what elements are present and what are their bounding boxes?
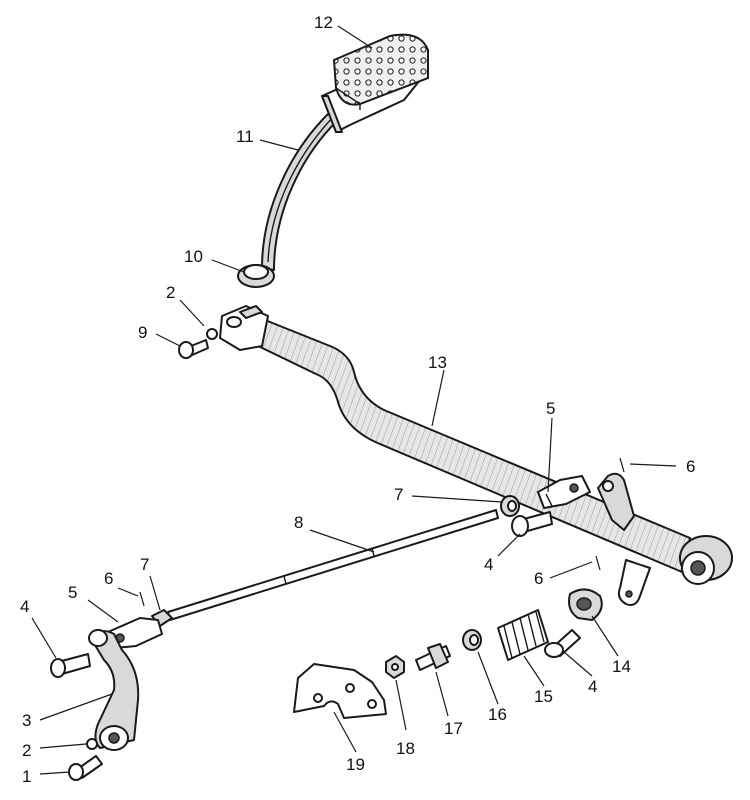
pedal-pad: [321, 33, 429, 133]
label-7-left: 7: [140, 555, 149, 574]
return-spring: [497, 609, 549, 661]
label-5-right: 5: [546, 399, 555, 418]
adjuster-stud: [415, 643, 451, 671]
label-7-right: 7: [394, 485, 403, 504]
pedal-boss: [237, 264, 275, 288]
label-17: 17: [444, 719, 463, 738]
label-6-top: 6: [686, 457, 695, 476]
bolt-upper: [178, 339, 209, 359]
label-2-lower: 2: [22, 741, 31, 760]
label-18: 18: [396, 739, 415, 758]
label-3: 3: [22, 711, 31, 730]
label-9: 9: [138, 323, 147, 342]
label-12: 12: [314, 13, 333, 32]
label-2-upper: 2: [166, 283, 175, 302]
lock-nut-right: [500, 495, 520, 517]
clevis-pin-left: [50, 653, 91, 678]
label-1: 1: [22, 767, 31, 786]
washer-upper: [206, 328, 218, 340]
label-6-left: 6: [104, 569, 113, 588]
bolt-lower: [68, 755, 103, 781]
split-pin-mid: [595, 555, 601, 571]
clevis-right: [537, 475, 591, 509]
label-10: 10: [184, 247, 203, 266]
split-pin-top: [619, 457, 625, 473]
label-5-left: 5: [68, 583, 77, 602]
adjuster: [568, 588, 603, 621]
label-13: 13: [428, 353, 447, 372]
pull-rod: [167, 509, 499, 621]
leader-lines: [31, 25, 677, 775]
label-4-lower: 4: [588, 677, 597, 696]
washer-lower: [86, 738, 98, 750]
bell-crank: [88, 629, 140, 751]
mounting-bracket: [293, 663, 387, 719]
label-14: 14: [612, 657, 631, 676]
part-labels: 1 2 2 3 4 4 4 5 5 6 6 6 7 7 8 9 10 11 12…: [20, 13, 695, 786]
stud-nut: [385, 655, 405, 679]
label-4-left: 4: [20, 597, 29, 616]
label-19: 19: [346, 755, 365, 774]
label-4-mid: 4: [484, 555, 493, 574]
split-pin-left: [139, 591, 145, 607]
label-8: 8: [294, 513, 303, 532]
label-6-mid: 6: [534, 569, 543, 588]
main-lever: [219, 305, 733, 606]
pedal-arm: [261, 109, 341, 271]
clevis-pin-lower: [544, 629, 581, 658]
spring-washer: [462, 629, 482, 651]
label-16: 16: [488, 705, 507, 724]
label-11: 11: [236, 127, 254, 146]
clevis-pin-mid: [511, 511, 553, 537]
label-15: 15: [534, 687, 553, 706]
